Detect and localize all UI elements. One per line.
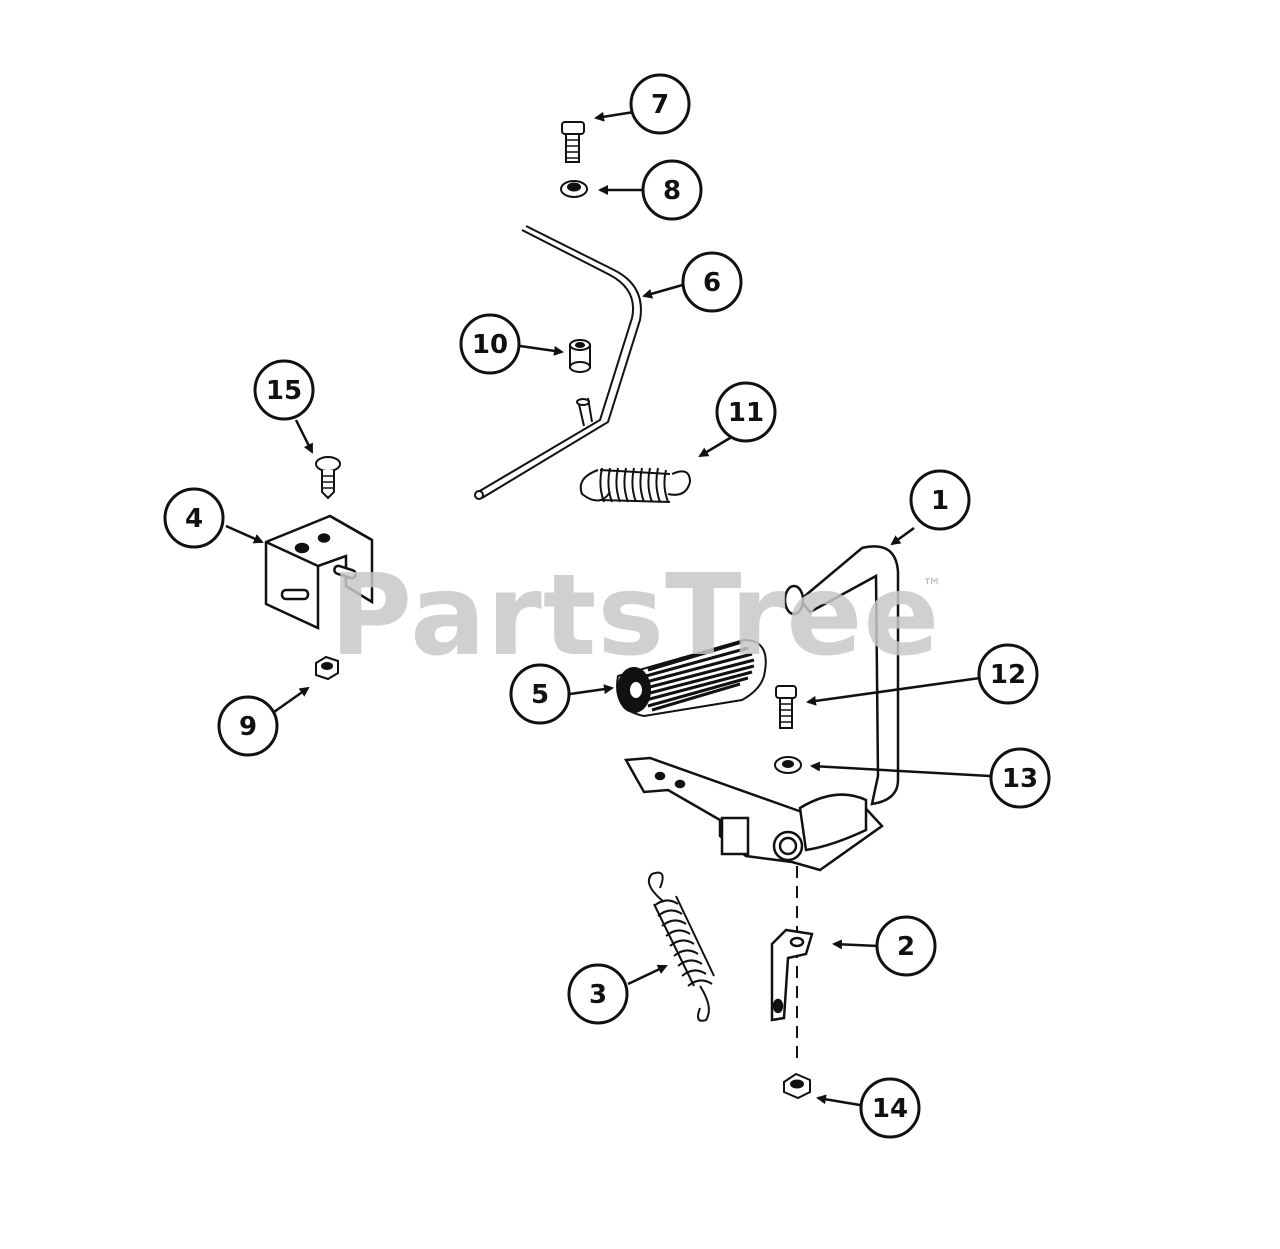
callout-label-4: 4 [185,504,203,534]
callout-9 [217,695,279,757]
callout-labels: 7 8 6 10 11 15 4 5 1 12 13 2 3 9 14 [185,90,1038,1124]
part-2-link [770,928,814,1022]
callout-14 [859,1077,921,1139]
callout-label-5: 5 [531,680,549,710]
trademark-symbol: ™ [922,574,942,598]
part-8-nut [560,180,588,198]
callout-3 [567,963,629,1025]
callout-4 [163,487,225,549]
callout-12 [977,643,1039,705]
leader-lines [225,110,991,1108]
part-1-pedal-arm [623,545,900,872]
part-5-grip [616,638,767,718]
callout-label-3: 3 [589,980,607,1010]
part-11-spring [579,467,692,503]
callout-8 [641,159,703,221]
part-9-nut [315,655,339,681]
part-12-bolt [775,685,797,729]
callout-label-10: 10 [472,330,508,360]
callout-label-12: 12 [990,660,1026,690]
part-10-bushing [569,339,591,373]
part-15-screw [315,456,341,500]
callout-label-7: 7 [651,90,669,120]
callout-6 [681,251,743,313]
callout-label-15: 15 [266,376,302,406]
part-13-washer [774,756,802,774]
callout-label-6: 6 [703,268,721,298]
callout-13 [989,747,1051,809]
callout-label-14: 14 [872,1094,908,1124]
callout-15 [253,359,315,421]
callout-7 [629,73,691,135]
callout-2 [875,915,937,977]
callout-label-2: 2 [897,932,915,962]
part-4-bracket [264,514,374,630]
callout-1 [909,469,971,531]
callouts [163,73,1051,1139]
part-14-nut [783,1072,811,1100]
callout-label-8: 8 [663,176,681,206]
partstree-watermark: PartsTree [330,551,941,681]
callout-label-11: 11 [728,398,764,428]
callout-11 [715,381,777,443]
callout-label-13: 13 [1002,764,1038,794]
callout-label-9: 9 [239,712,257,742]
callout-10 [459,313,521,375]
part-7-bolt [561,121,585,163]
callout-5 [509,663,571,725]
part-3-spring [648,871,715,1022]
callout-label-1: 1 [931,486,949,516]
part-6-rod [474,225,642,500]
